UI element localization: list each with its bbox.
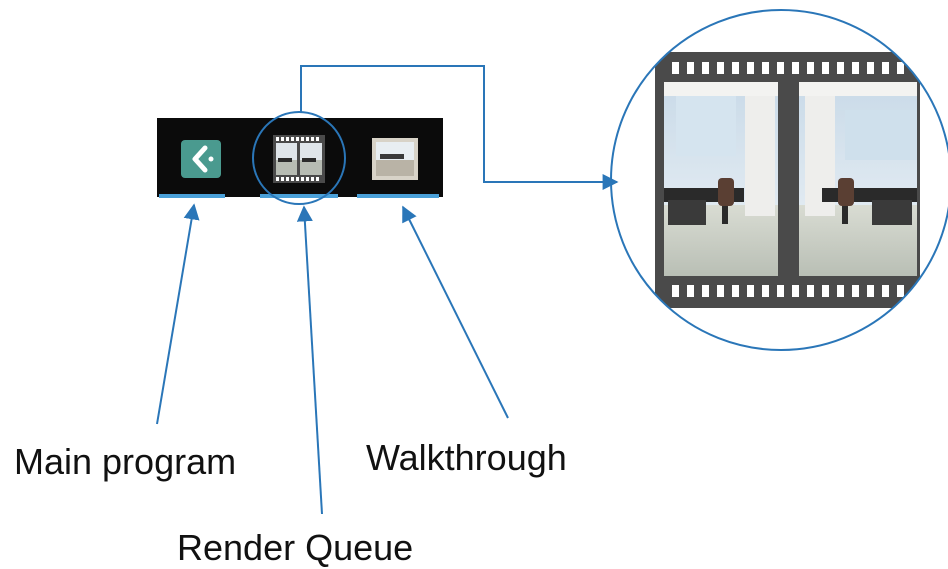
active-underline — [260, 194, 338, 198]
highlight-circle — [252, 111, 346, 205]
arrow-walkthrough — [402, 205, 509, 419]
arrow-main-program — [156, 203, 200, 425]
office-thumbnail-icon — [372, 138, 418, 180]
taskbar-item-walkthrough[interactable] — [357, 138, 439, 198]
back-arrow-icon — [181, 140, 221, 178]
connector-arrow — [300, 65, 619, 190]
taskbar — [157, 118, 443, 198]
taskbar-item-render-queue[interactable] — [260, 135, 338, 198]
filmstrip-icon — [273, 135, 325, 183]
arrow-render-queue — [296, 205, 323, 515]
active-underline — [357, 194, 439, 198]
active-underline — [159, 194, 225, 198]
label-main-program: Main program — [14, 441, 237, 482]
taskbar-item-main-program[interactable] — [159, 140, 225, 198]
zoomed-filmstrip — [655, 52, 920, 308]
zoom-circle — [610, 9, 948, 351]
label-render-queue: Render Queue — [177, 527, 414, 568]
label-walkthrough: Walkthrough — [366, 437, 567, 478]
